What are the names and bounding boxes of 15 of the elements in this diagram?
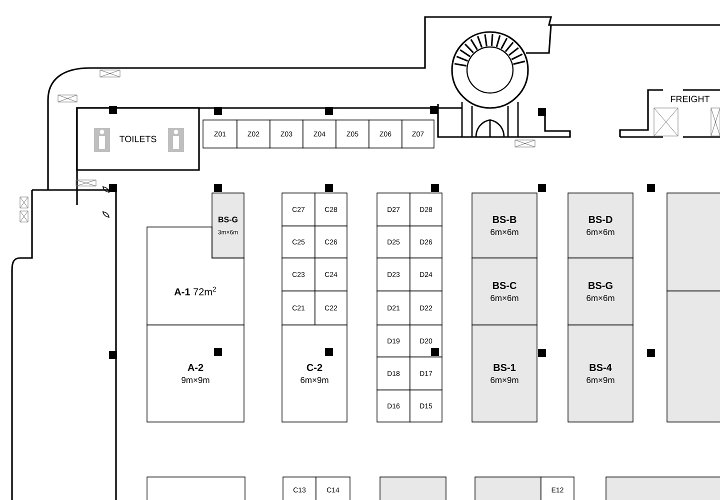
booth-box xyxy=(146,476,246,500)
booth-box xyxy=(380,476,446,500)
booth-box: BS-C 6m×6m xyxy=(472,258,538,326)
booth-box: BS-G 6m×6m xyxy=(568,258,634,326)
booth-box xyxy=(606,476,720,500)
booth-box: BS-4 6m×9m xyxy=(568,324,634,422)
booth-box xyxy=(666,192,720,292)
booth-box: BS-B 6m×6m xyxy=(472,192,538,258)
booth-box xyxy=(474,476,542,500)
booth-box: BS-D 6m×6m xyxy=(568,192,634,258)
booth-box xyxy=(666,290,720,422)
booth-box: A-2 9m×9m xyxy=(146,324,244,422)
booth-box: BS-1 6m×9m xyxy=(472,324,538,422)
freight-label: FREIGHT xyxy=(671,96,710,102)
toilet-room: TOILETS xyxy=(76,107,200,171)
